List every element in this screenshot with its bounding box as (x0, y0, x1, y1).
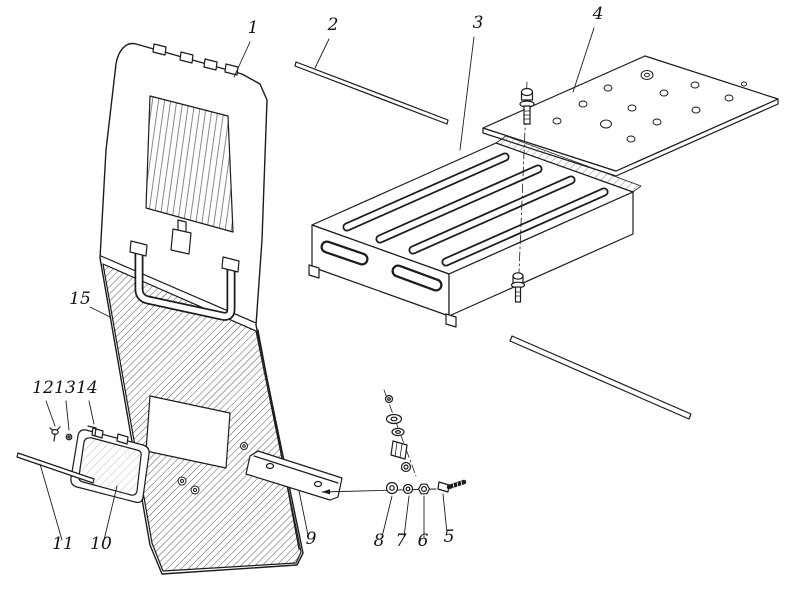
tray-front-slots (320, 240, 443, 292)
panel-handle (129, 240, 240, 321)
rear-panel-part (99, 42, 304, 575)
plate-top-face (482, 55, 779, 172)
callout-leader-9 (298, 490, 309, 536)
support-rod-lower-part (509, 335, 692, 420)
callout-leader-11 (39, 463, 63, 541)
hinge-pin-14 (87, 425, 97, 437)
callout-label-10: 10 (90, 534, 112, 554)
callout-leader-10 (103, 485, 118, 541)
panel-window (145, 95, 234, 233)
fastener-stack-part (383, 389, 417, 477)
panel-bolts (177, 442, 248, 495)
callout-label-6: 6 (418, 531, 429, 551)
mounting-plate-part (482, 55, 779, 193)
callout-label-4: 4 (592, 4, 604, 24)
support-rod-upper-part (294, 61, 449, 125)
callout-leader-3 (459, 36, 475, 151)
row-pointer-arrow (321, 488, 437, 495)
bolt-lower-part (510, 272, 526, 303)
washer-7 (402, 483, 414, 495)
callout-label-5: 5 (444, 527, 455, 547)
callout-label-9: 9 (306, 529, 317, 549)
panel-cutout (145, 395, 231, 469)
callout-label-7: 7 (396, 531, 407, 551)
tray-ribs (342, 152, 609, 267)
tray-feet (308, 264, 457, 328)
bracket-hole (265, 462, 275, 470)
callout-leader-14 (88, 400, 95, 425)
washer-13 (65, 433, 73, 441)
callout-leader-15 (89, 306, 111, 318)
callout-label-3: 3 (473, 13, 484, 33)
rod-upper-body (294, 61, 449, 125)
panel-top-tabs (152, 43, 239, 76)
hinge-fasteners-part (49, 425, 97, 442)
callout-label-1: 1 (248, 18, 259, 38)
panel-latch (170, 219, 192, 255)
plate-holes (552, 70, 748, 143)
callout-leader-7 (403, 495, 410, 538)
callout-leader-13 (65, 400, 70, 431)
callout-label-2: 2 (327, 15, 339, 35)
callout-label-12: 12 (32, 378, 54, 398)
washer-nut-row-part (321, 479, 467, 495)
callout-label-13: 13 (54, 378, 76, 398)
stack-nut (400, 461, 412, 473)
nut-6 (417, 483, 431, 495)
bolt-5 (437, 479, 467, 493)
stack-washer-large (385, 413, 403, 425)
stack-sleeve (390, 440, 408, 460)
bracket-part (245, 450, 343, 501)
stack-bolt-head (384, 394, 394, 404)
panel-right-edge-line (257, 329, 300, 550)
access-door-part (70, 427, 150, 504)
callout-label-11: 11 (52, 534, 74, 554)
callout-leader-12 (45, 400, 56, 427)
bracket-hole (313, 480, 323, 488)
rod-lower-body (509, 335, 692, 420)
rod-left-part (16, 452, 95, 484)
stack-axis-line (383, 389, 417, 477)
callout-leader-5 (442, 493, 448, 534)
callout-label-14: 14 (76, 378, 98, 398)
callout-leader-4 (572, 27, 595, 93)
callout-label-15: 15 (69, 289, 91, 309)
rod-left-body (16, 452, 95, 484)
washer-8 (385, 481, 399, 495)
bolt-upper-part (519, 87, 535, 125)
callout-label-8: 8 (374, 531, 385, 551)
tray-part (308, 142, 634, 328)
bracket-fold-line (253, 455, 339, 484)
tray-right-front-face (448, 191, 634, 317)
wing-bolt-12 (49, 426, 61, 442)
callout-leader-8 (381, 495, 393, 538)
callout-leader-1 (233, 41, 251, 78)
door-inner (78, 437, 142, 496)
tray-bolt-assembly (510, 81, 535, 303)
stack-washer-small (391, 427, 405, 437)
callout-leader-2 (314, 38, 330, 69)
